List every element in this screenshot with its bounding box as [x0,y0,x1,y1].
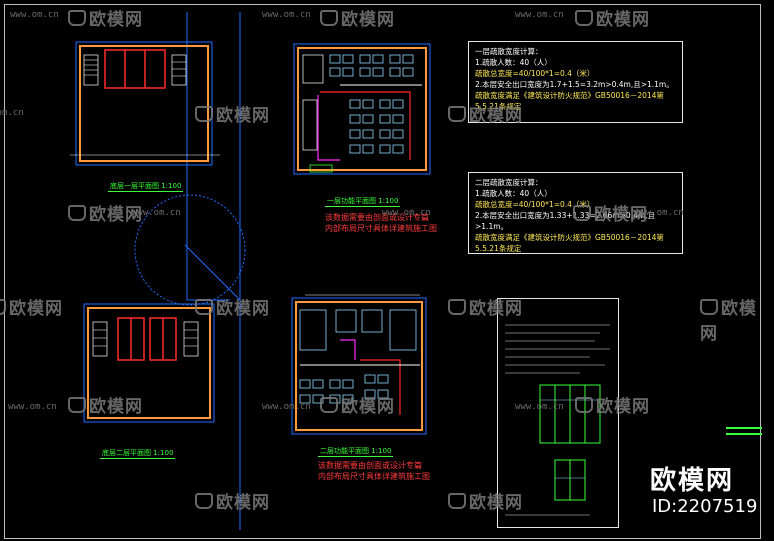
watermark-brand: 欧模网 [89,205,143,225]
calc-line: 疏散总宽度=40/100*1=0.4（米） [475,200,595,209]
watermark-url: www.om.cn [8,402,57,412]
logo-icon [575,397,593,413]
watermark-brand: 欧模网 [216,299,270,319]
watermark-logo: 欧模网 [448,488,523,513]
calc-line: 2.本层安全出口宽度为1.7+1.5=3.2m>0.4m,且>1.1m。 [475,80,674,89]
drawing-sheet-border [4,4,761,539]
logo-icon [195,493,213,509]
watermark-brand: 欧模网 [594,205,648,225]
watermark-brand: 欧模网 [596,397,650,417]
watermark-brand: 欧模网 [341,397,395,417]
watermark-logo: 欧模网 [700,294,774,344]
logo-icon [68,205,86,221]
watermark-brand: 欧模网 [596,10,650,30]
plan-4-title: 二层功能平面图 1:100 [318,447,394,457]
calc-heading: 一层疏散宽度计算： [475,47,543,56]
watermark-url: www.om.cn [382,208,431,218]
calc-line: 疏散总宽度=40/100*1=0.4（米） [475,69,595,78]
watermark-brand: 欧模网 [469,299,523,319]
brand-id: ID:2207519 [652,496,758,517]
plan-4-note: 该数据需要由剖面或设计专篇 内部布局尺寸具体详建筑施工图 [318,460,430,482]
plan-2 [293,43,431,175]
logo-icon [0,299,6,315]
logo-icon [68,10,86,26]
logo-icon [448,106,466,122]
watermark-url: www.om.cn [515,402,564,412]
watermark-url: www.om.cn [262,402,311,412]
watermark-brand: 欧模网 [9,299,63,319]
note-line: 内部布局尺寸具体详建筑施工图 [325,224,437,233]
watermark-brand: 欧模网 [341,10,395,30]
axis-grid [134,12,246,530]
plan-2-note: 该数据需要由剖面或设计专篇 内部布局尺寸具体详建筑施工图 [325,212,437,234]
calc-box-floor-1: 一层疏散宽度计算： 1.疏散人数：40（人） 疏散总宽度=40/100*1=0.… [468,41,683,123]
calc-line: 2.本层安全出口宽度为1.33+1.33=2.66m>0.4m,且>1.1m。 [475,211,656,231]
calc-line: 1.疏散人数：40（人） [475,189,552,198]
watermark-logo: 欧模网 [68,200,143,225]
watermark-logo: 欧模网 [575,392,650,417]
calc-line: 疏散宽度满足《建筑设计防火规范》GB50016－2014第5.5.21条规定 [475,233,664,253]
logo-icon [700,299,718,315]
watermark-brand: 欧模网 [700,299,757,344]
watermark-brand: 欧模网 [469,493,523,513]
watermark-logo: 欧模网 [0,294,63,319]
calc-line: 疏散宽度满足《建筑设计防火规范》GB50016－2014第5.5.21条规定 [475,91,664,111]
watermark-logo: 欧模网 [68,5,143,30]
logo-icon [320,10,338,26]
logo-icon [573,205,591,221]
watermark-brand: 欧模网 [89,10,143,30]
watermark-logo: 欧模网 [320,392,395,417]
watermark-logo: 欧模网 [320,5,395,30]
watermark-brand: 欧模网 [469,106,523,126]
watermark-logo: 欧模网 [573,200,648,225]
logo-icon [195,106,213,122]
logo-icon [320,397,338,413]
watermark-brand: 欧模网 [216,493,270,513]
legend-bar [726,427,762,429]
logo-icon [68,397,86,413]
calc-heading: 二层疏散宽度计算： [475,178,543,187]
watermark-logo: 欧模网 [448,294,523,319]
window-detail [505,324,610,516]
logo-icon [448,299,466,315]
logo-icon [448,493,466,509]
plan-3-title: 底层二层平面图 1:100 [100,449,176,459]
calc-box-floor-2: 二层疏散宽度计算： 1.疏散人数：40（人） 疏散总宽度=40/100*1=0.… [468,172,683,254]
plan-1 [70,41,220,166]
watermark-url: www.om.cn [262,10,311,20]
watermark-url: www.om.cn [515,10,564,20]
note-line: 该数据需要由剖面或设计专篇 [325,213,429,222]
calc-line: 1.疏散人数：40（人） [475,58,552,67]
note-line: 内部布局尺寸具体详建筑施工图 [318,472,430,481]
plan-4 [291,294,427,435]
watermark-brand: 欧模网 [216,106,270,126]
legend-bar [726,433,762,435]
watermark-url: www.om.cn [132,208,181,218]
watermark-logo: 欧模网 [68,392,143,417]
watermark-url: www.om.cn [635,208,684,218]
watermark-logo: 欧模网 [195,294,270,319]
logo-icon [575,10,593,26]
brand-name: 欧模网 [650,466,735,496]
watermark-brand: 欧模网 [89,397,143,417]
plan-1-title: 底层一层平面图 1:100 [108,182,184,192]
watermark-url: www.om.cn [10,10,59,20]
note-line: 该数据需要由剖面或设计专篇 [318,461,422,470]
plan-2-title: 一层功能平面图 1:100 [325,197,401,207]
watermark-logo: 欧模网 [195,488,270,513]
watermark-logo: 欧模网 [195,101,270,126]
plan-3 [83,303,215,423]
watermark-url: www.om.cn [0,108,24,118]
detail-sheet [497,298,619,528]
watermark-logo: 欧模网 [448,101,523,126]
logo-icon [195,299,213,315]
watermark-logo: 欧模网 [575,5,650,30]
